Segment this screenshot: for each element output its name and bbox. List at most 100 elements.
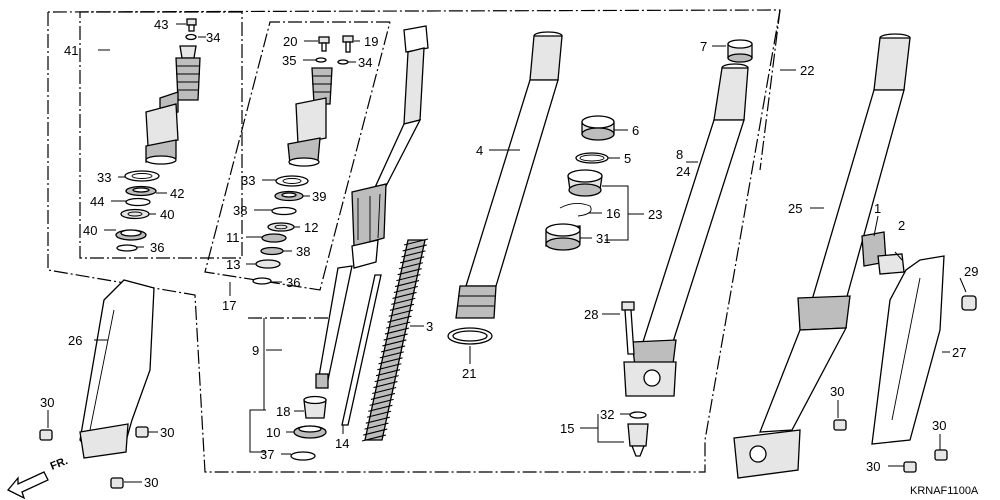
callout-22: 22 xyxy=(800,63,814,78)
part-21-slide-ring xyxy=(447,327,493,345)
part-10-guide xyxy=(293,425,327,439)
callout-30-c: 30 xyxy=(144,475,158,490)
callout-17: 17 xyxy=(222,298,236,313)
callout-30-e: 30 xyxy=(932,418,946,433)
callout-37: 37 xyxy=(260,447,274,462)
part-19-bolt xyxy=(342,35,354,53)
callout-43: 43 xyxy=(154,17,168,32)
part-15-bleeder xyxy=(627,423,649,457)
part-40-washer-a xyxy=(120,208,150,220)
callout-34-left: 34 xyxy=(206,30,220,45)
part-4-outer-tube xyxy=(455,31,563,319)
group-boundaries xyxy=(47,9,781,473)
callout-34-right: 34 xyxy=(358,55,372,70)
callout-28: 28 xyxy=(584,307,598,322)
callout-36-right: 36 xyxy=(286,275,300,290)
part-12-washer xyxy=(267,222,295,232)
part-36-oring-right xyxy=(252,277,272,285)
part-8-inner-tube xyxy=(623,63,749,397)
part-40-washer-b xyxy=(115,229,147,241)
callout-30-b: 30 xyxy=(160,425,174,440)
part-41-damper-cartridge xyxy=(145,45,201,165)
part-18-collar xyxy=(303,395,327,419)
diagram-code: KRNAF1100A xyxy=(910,485,979,497)
part-13-collar xyxy=(255,259,281,269)
callout-21: 21 xyxy=(462,366,476,381)
part-28-bolt xyxy=(621,301,635,355)
callout-10: 10 xyxy=(266,425,280,440)
callout-24: 24 xyxy=(676,164,690,179)
callout-42: 42 xyxy=(170,186,184,201)
part-2-guide xyxy=(877,253,905,275)
part-44-shim-left xyxy=(125,197,151,207)
callout-44: 44 xyxy=(90,194,104,209)
part-38-washer-b xyxy=(260,246,284,256)
callout-5: 5 xyxy=(624,151,631,166)
part-35-oring xyxy=(315,57,327,63)
front-direction-arrow: FR. xyxy=(6,455,70,500)
callout-12: 12 xyxy=(304,220,318,235)
callout-15: 15 xyxy=(560,421,574,436)
callout-31: 31 xyxy=(596,231,610,246)
part-33-washer-left xyxy=(124,170,160,182)
callout-19: 19 xyxy=(364,34,378,49)
callout-18: 18 xyxy=(276,404,290,419)
callout-4: 4 xyxy=(476,143,483,158)
callout-9: 9 xyxy=(252,343,259,358)
callout-33-left: 33 xyxy=(97,170,111,185)
part-29-bolt xyxy=(961,295,977,311)
part-37-oring xyxy=(290,451,316,461)
callout-41: 41 xyxy=(64,43,78,58)
part-25-fork-outer xyxy=(733,33,911,479)
callout-32: 32 xyxy=(600,407,614,422)
part-20-bolt xyxy=(318,36,330,52)
callout-14: 14 xyxy=(335,436,349,451)
callout-38-b: 38 xyxy=(296,244,310,259)
callout-30-d: 30 xyxy=(830,384,844,399)
part-27-fork-guard xyxy=(871,255,945,445)
callout-35: 35 xyxy=(282,53,296,68)
callout-30-f: 30 xyxy=(866,459,880,474)
callout-3: 3 xyxy=(426,319,433,334)
callout-26: 26 xyxy=(68,333,82,348)
callout-23: 23 xyxy=(648,207,662,222)
callout-13: 13 xyxy=(226,257,240,272)
part-32-washer xyxy=(629,411,647,419)
callout-16: 16 xyxy=(606,206,620,221)
part-17-damper-cartridge xyxy=(287,67,333,167)
callout-40-left: 40 xyxy=(83,223,97,238)
part-34-oring xyxy=(185,33,197,41)
part-11-shim xyxy=(261,233,287,243)
callout-29: 29 xyxy=(964,264,978,279)
part-7-bushing xyxy=(727,39,753,63)
part-31-seal xyxy=(545,223,581,251)
callout-8: 8 xyxy=(676,147,683,162)
part-6-dust-seal xyxy=(581,115,615,141)
part-34-oring-right xyxy=(337,59,349,65)
callout-39: 39 xyxy=(312,189,326,204)
front-direction-label: FR. xyxy=(49,455,70,473)
callout-33-right: 33 xyxy=(241,173,255,188)
part-42-shim-left xyxy=(125,185,157,197)
callout-38-a: 38 xyxy=(233,203,247,218)
part-23-oil-seal xyxy=(567,169,603,197)
part-43-bolt xyxy=(186,18,197,32)
callout-7: 7 xyxy=(700,39,707,54)
callout-1: 1 xyxy=(874,201,881,216)
part-5-stopper-ring xyxy=(575,152,609,164)
part-14-rod xyxy=(341,274,382,426)
part-30-bolts xyxy=(39,419,948,489)
callout-30-a: 30 xyxy=(40,395,54,410)
callout-2: 2 xyxy=(898,218,905,233)
callout-25: 25 xyxy=(788,201,802,216)
leader-lines xyxy=(47,23,967,483)
callout-6: 6 xyxy=(632,123,639,138)
callout-36-left: 36 xyxy=(150,240,164,255)
part-3-fork-spring xyxy=(361,238,429,442)
callout-20: 20 xyxy=(283,34,297,49)
part-39-shim xyxy=(274,190,304,202)
callout-11: 11 xyxy=(226,230,240,245)
part-26-fork-guard xyxy=(79,279,155,459)
part-16-clip xyxy=(559,203,592,217)
